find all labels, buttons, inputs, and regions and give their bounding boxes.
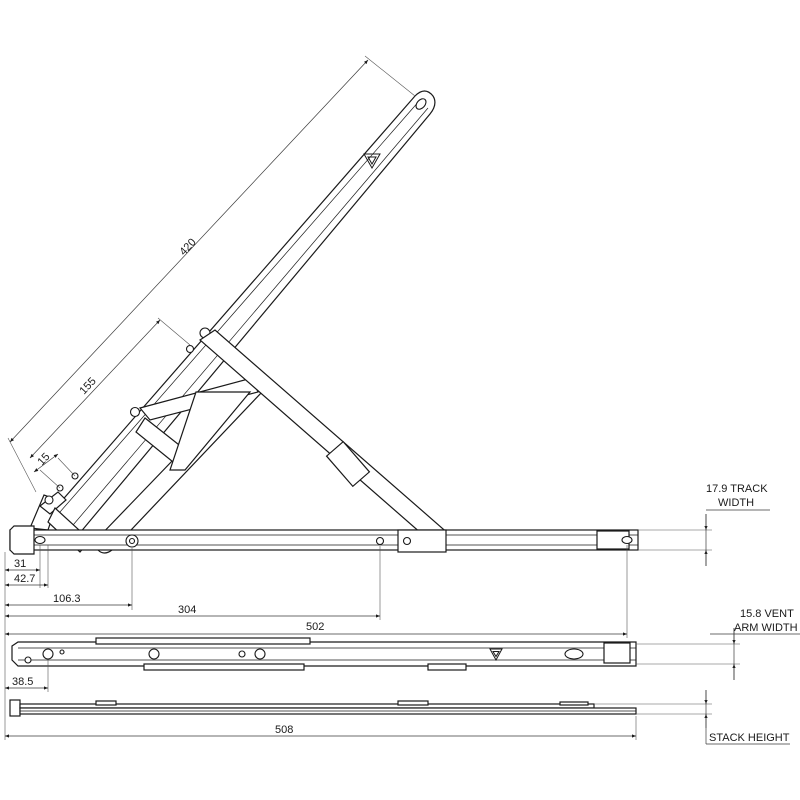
dim-42-7: 42.7 — [4, 573, 48, 587]
vent-width-callout: 15.8 VENT ARM WIDTH — [636, 608, 800, 680]
dim-155-label: 155 — [77, 375, 98, 397]
vent-width-label-2: ARM WIDTH — [734, 622, 798, 634]
dim-304-label: 304 — [178, 604, 196, 616]
dim-106-3-label: 106.3 — [53, 593, 81, 605]
stack-height-callout: STACK HEIGHT — [594, 690, 790, 745]
cross-arm — [199, 329, 451, 551]
dim-38-5-label: 38.5 — [12, 676, 33, 688]
track-width-callout: 17.9 TRACK WIDTH — [638, 483, 770, 566]
dim-106-3: 106.3 — [4, 593, 132, 607]
opened-stay-assembly — [9, 90, 639, 555]
dim-304: 304 — [4, 604, 380, 618]
dim-502-label: 502 — [306, 621, 324, 633]
dim-508-label: 508 — [275, 724, 293, 736]
track-width-label-2: WIDTH — [718, 497, 754, 509]
dim-31: 31 — [4, 558, 40, 572]
dim-15-label: 15 — [35, 451, 52, 468]
stack-view — [9, 699, 637, 717]
stack-height-label: STACK HEIGHT — [709, 732, 790, 744]
dim-508: 508 — [4, 724, 636, 738]
track-width-label-1: 17.9 TRACK — [706, 483, 768, 495]
dim-42-7-label: 42.7 — [14, 573, 35, 585]
dim-38-5: 38.5 — [4, 676, 48, 690]
dim-15: 15 — [33, 451, 76, 489]
dim-31-label: 31 — [14, 558, 26, 570]
vent-arm-view — [11, 637, 637, 671]
vent-width-label-1: 15.8 VENT — [740, 608, 794, 620]
brand-logo-icon — [363, 153, 381, 170]
brand-logo-icon-2 — [489, 648, 503, 662]
dim-502: 502 — [4, 621, 627, 636]
dim-420-label: 420 — [177, 236, 198, 258]
track — [9, 525, 639, 555]
